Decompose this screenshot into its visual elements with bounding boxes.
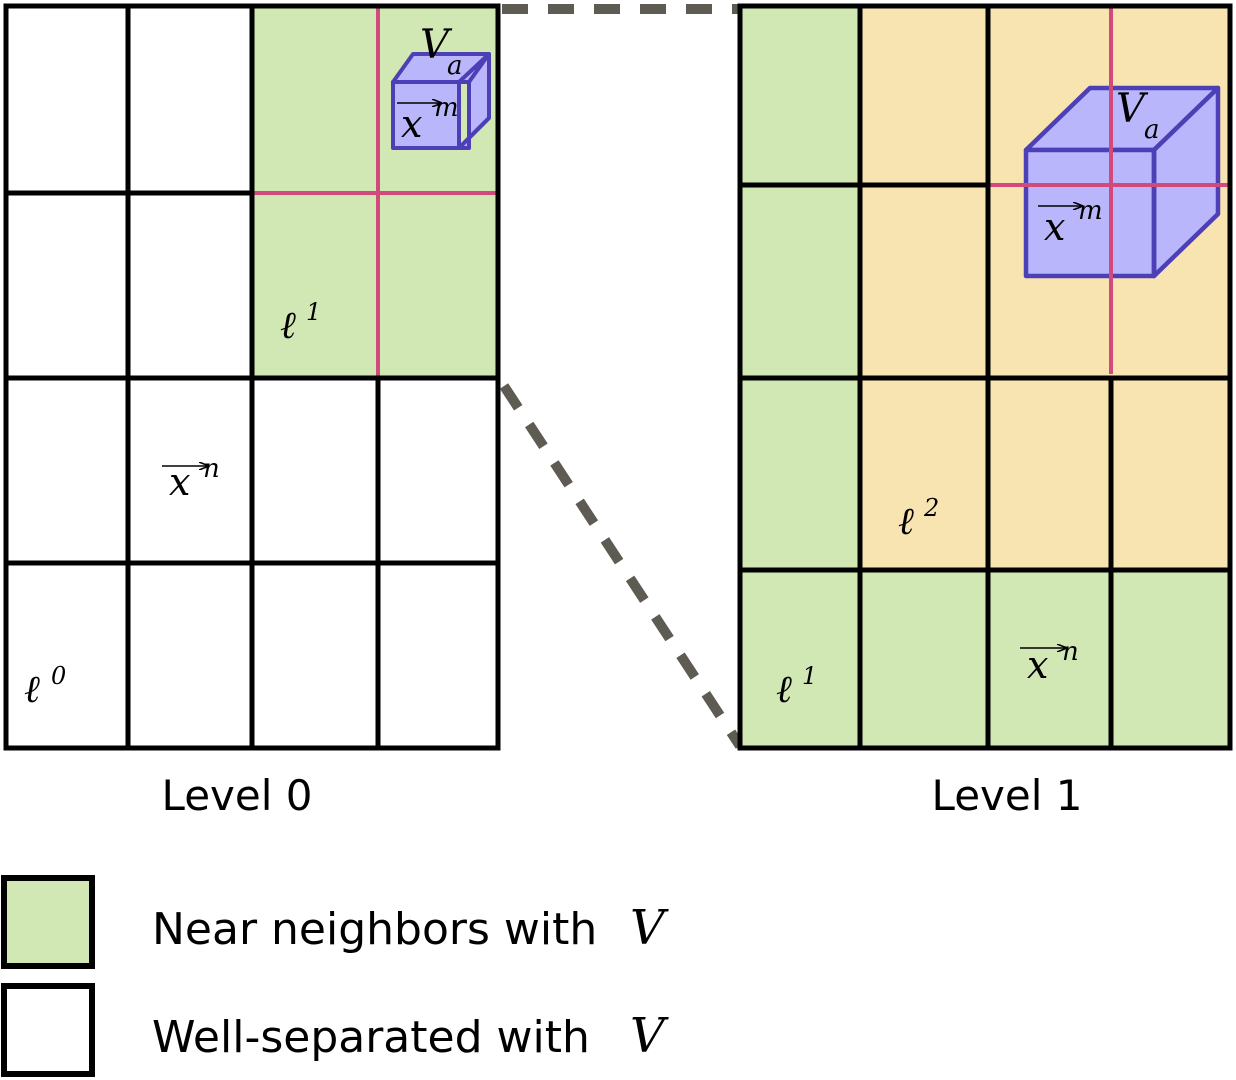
level0-vector-xm: x m [397, 93, 459, 146]
legend-label-near: Near neighbors with [152, 904, 597, 955]
svg-text:x: x [401, 102, 422, 146]
svg-text:2: 2 [923, 494, 939, 522]
level0-grid [3, 3, 501, 751]
svg-text:m: m [434, 93, 459, 123]
level0-caption: Level 0 [162, 771, 313, 820]
level0-panel: V a x m ℓ 1 x n ℓ 0 Level 0 [3, 3, 501, 820]
level0-cube [391, 52, 491, 150]
svg-text:n: n [203, 454, 220, 484]
level0-cube-label-V: V a [420, 22, 463, 81]
level1-near-bottom-row [740, 570, 1230, 748]
svg-text:ℓ: ℓ [24, 667, 40, 711]
svg-text:a: a [1144, 115, 1160, 145]
svg-text:V: V [420, 22, 453, 68]
svg-text:x: x [1027, 643, 1048, 687]
level0-vector-xn: x n [162, 454, 220, 504]
svg-text:x: x [1044, 205, 1065, 249]
level1-vector-xm: x m [1038, 196, 1103, 249]
svg-text:n: n [1062, 637, 1079, 667]
level0-label-l1: ℓ 1 [280, 298, 321, 347]
svg-text:ℓ: ℓ [776, 667, 792, 711]
level1-grid [737, 3, 1233, 751]
svg-text:a: a [447, 51, 463, 81]
svg-text:x: x [169, 460, 190, 504]
level0-label-l0: ℓ 0 [24, 662, 66, 711]
level1-cube-label-V: V a [1116, 86, 1160, 145]
level1-panel: V a x m ℓ 2 ℓ 1 x n Level 1 [737, 3, 1233, 820]
svg-text:ℓ: ℓ [898, 499, 914, 543]
legend-symbol-near: V [630, 900, 669, 956]
legend: Near neighbors with V Well-separated wit… [1, 875, 669, 1077]
svg-text:ℓ: ℓ [280, 303, 296, 347]
svg-text:1: 1 [802, 662, 817, 690]
svg-text:0: 0 [51, 662, 66, 690]
legend-item-well: Well-separated with V [1, 983, 669, 1077]
level1-caption: Level 1 [932, 771, 1083, 820]
svg-text:V: V [1116, 86, 1149, 132]
level1-label-l2: ℓ 2 [898, 494, 939, 543]
svg-text:m: m [1078, 196, 1103, 226]
legend-swatch-near [1, 875, 95, 969]
level1-cube [1023, 85, 1221, 279]
legend-item-near: Near neighbors with V [1, 875, 669, 969]
legend-label-well: Well-separated with [152, 1012, 590, 1063]
level1-label-l1: ℓ 1 [776, 662, 817, 711]
zoom-connectors [499, 4, 745, 749]
zoom-connector-bottom [499, 383, 745, 749]
legend-swatch-well [1, 983, 95, 1077]
svg-text:1: 1 [306, 298, 321, 326]
level1-vector-xn: x n [1020, 637, 1079, 687]
legend-symbol-well: V [630, 1008, 669, 1064]
